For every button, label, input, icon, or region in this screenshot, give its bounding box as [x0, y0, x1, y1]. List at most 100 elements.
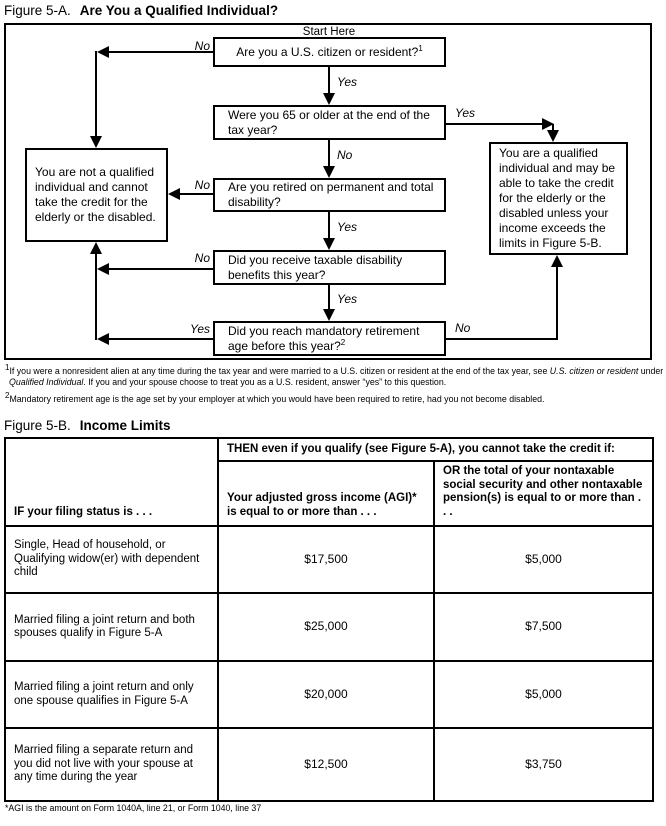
no-label: No [194, 39, 210, 53]
question-retirement-footref: 2 [340, 337, 346, 347]
result-qualified-box: You are a qualified individual and may b… [489, 142, 628, 255]
agi-limit-cell: $25,000 [217, 592, 435, 662]
result-not-qualified-box: You are not a qualified individual and c… [25, 148, 168, 242]
filing-status-cell: Married filing a joint return and both s… [4, 592, 219, 662]
no-label: No [194, 178, 210, 192]
arrow-line [328, 212, 330, 238]
question-disability-box: Are you retired on permanent and total d… [213, 178, 446, 212]
income-limits-table: IF your filing status is . . . THEN even… [4, 437, 654, 802]
arrowhead-down-icon [323, 309, 335, 321]
result-qualified-text: You are a qualified individual and may b… [499, 146, 616, 250]
start-here-label: Start Here [302, 26, 356, 38]
arrowhead-left-icon [97, 333, 109, 345]
question-benefits-text: Did you receive taxable disability benef… [228, 252, 403, 282]
arrowhead-left-icon [97, 263, 109, 275]
arrow-line [95, 254, 97, 340]
arrowhead-down-icon [323, 238, 335, 250]
nontaxable-header-cell: OR the total of your nontaxable social s… [433, 460, 654, 527]
arrow-line [328, 67, 330, 93]
arrowhead-down-icon [547, 130, 559, 142]
arrow-line [95, 51, 97, 136]
then-header-cell: THEN even if you qualify (see Figure 5-A… [217, 437, 654, 462]
nontaxable-limit-cell: $3,750 [433, 727, 654, 802]
no-label: No [194, 251, 210, 265]
arrow-line [328, 285, 330, 309]
figure-5b-title: Figure 5-B. Income Limits [4, 418, 171, 433]
arrow-line [328, 140, 330, 166]
nontaxable-limit-cell: $7,500 [433, 592, 654, 662]
then-header-keyword: THEN [227, 442, 259, 455]
footnote-2: 2Mandatory retirement age is the age set… [5, 391, 666, 405]
footnote-1-marker: 1 [5, 363, 10, 373]
footnote-1-text: under [638, 366, 664, 376]
figure-5a-title: Figure 5-A. Are You a Qualified Individua… [4, 3, 278, 18]
arrowhead-up-icon [90, 242, 102, 254]
filing-status-cell: Married filing a separate return and you… [4, 727, 219, 802]
table-row: Single, Head of household, or Qualifying… [4, 525, 654, 594]
agi-limit-cell: $17,500 [217, 525, 435, 594]
footnote-1-text: . If you and your spouse choose to treat… [83, 377, 447, 387]
arrowhead-up-icon [551, 255, 563, 267]
arrow-line [180, 193, 213, 195]
footnote-2-marker: 2 [5, 391, 10, 401]
no-label: No [455, 321, 471, 335]
question-retirement-text: Did you reach mandatory retirement age b… [215, 323, 444, 355]
filing-status-header-cell: IF your filing status is . . . [4, 437, 219, 527]
table-footnote: *AGI is the amount on Form 1040A, line 2… [5, 803, 262, 813]
question-citizen-box: Are you a U.S. citizen or resident?1 [213, 37, 446, 67]
filing-status-header-text: your filing status is . . . [24, 505, 153, 518]
figure-5b-label: Figure 5-B. [4, 418, 71, 433]
question-citizen-footref: 1 [418, 43, 423, 53]
agi-header-cell: Your adjusted gross income (AGI)* is equ… [217, 460, 435, 527]
figure-5a-label: Figure 5-A. [4, 3, 71, 18]
question-age-box: Were you 65 or older at the end of the t… [213, 105, 446, 140]
yes-label: Yes [455, 106, 476, 120]
table-header-row-columns: Your adjusted gross income (AGI)* is equ… [5, 460, 654, 527]
question-retirement-main: Did you reach mandatory retirement age b… [228, 323, 420, 353]
footnote-2-text: Mandatory retirement age is the age set … [9, 394, 545, 404]
question-benefits-box: Did you receive taxable disability benef… [213, 250, 446, 285]
arrowhead-down-icon [323, 166, 335, 178]
footnote-1-text: If you were a nonresident alien at any t… [9, 366, 550, 376]
footnote-1-italic-1: U.S. citizen or resident [549, 366, 639, 376]
arrowhead-left-icon [168, 188, 180, 200]
nontaxable-limit-cell: $5,000 [433, 660, 654, 729]
arrowhead-down-icon [323, 93, 335, 105]
yes-label: Yes [189, 322, 210, 336]
question-retirement-box: Did you reach mandatory retirement age b… [213, 321, 446, 356]
agi-limit-cell: $12,500 [217, 727, 435, 802]
table-row: Married filing a joint return and both s… [4, 592, 654, 662]
question-age-text: Were you 65 or older at the end of the t… [228, 107, 430, 137]
arrow-line [109, 268, 213, 270]
agi-limit-cell: $20,000 [217, 660, 435, 729]
figure-5a-name: Are You a Qualified Individual? [79, 3, 279, 18]
arrowhead-right-icon [542, 118, 554, 130]
nontaxable-header-text: the total of your nontaxable social secu… [443, 465, 643, 518]
filing-status-cell: Married filing a joint return and only o… [4, 660, 219, 729]
arrow-line [109, 51, 213, 53]
question-citizen-text: Are you a U.S. citizen or resident?1 [232, 44, 427, 61]
table-header-row-then: IF your filing status is . . . THEN even… [4, 437, 654, 527]
filing-status-cell: Single, Head of household, or Qualifying… [4, 525, 219, 594]
arrowhead-down-icon [90, 136, 102, 148]
footnote-1: 1If you were a nonresident alien at any … [5, 363, 666, 388]
arrow-line [446, 123, 542, 125]
question-disability-text: Are you retired on permanent and total d… [228, 180, 434, 209]
arrowhead-left-icon [97, 46, 109, 58]
footnote-1-italic-2: Qualified Individual [9, 377, 84, 387]
nontaxable-limit-cell: $5,000 [433, 525, 654, 594]
no-label: No [337, 148, 353, 162]
result-not-qualified-text: You are not a qualified individual and c… [35, 165, 156, 224]
arrow-line [552, 124, 554, 132]
question-citizen-main: Are you a U.S. citizen or resident? [236, 44, 419, 59]
flowchart: Start Here Are you a U.S. citizen or res… [4, 23, 652, 360]
yes-label: Yes [337, 292, 358, 306]
arrow-line [556, 267, 558, 340]
figure-5b-name: Income Limits [79, 418, 171, 433]
filing-status-header-keyword: IF [14, 505, 25, 518]
yes-label: Yes [337, 220, 358, 234]
arrow-line [446, 338, 558, 340]
table-row: Married filing a separate return and you… [4, 727, 654, 802]
table-row: Married filing a joint return and only o… [4, 660, 654, 729]
